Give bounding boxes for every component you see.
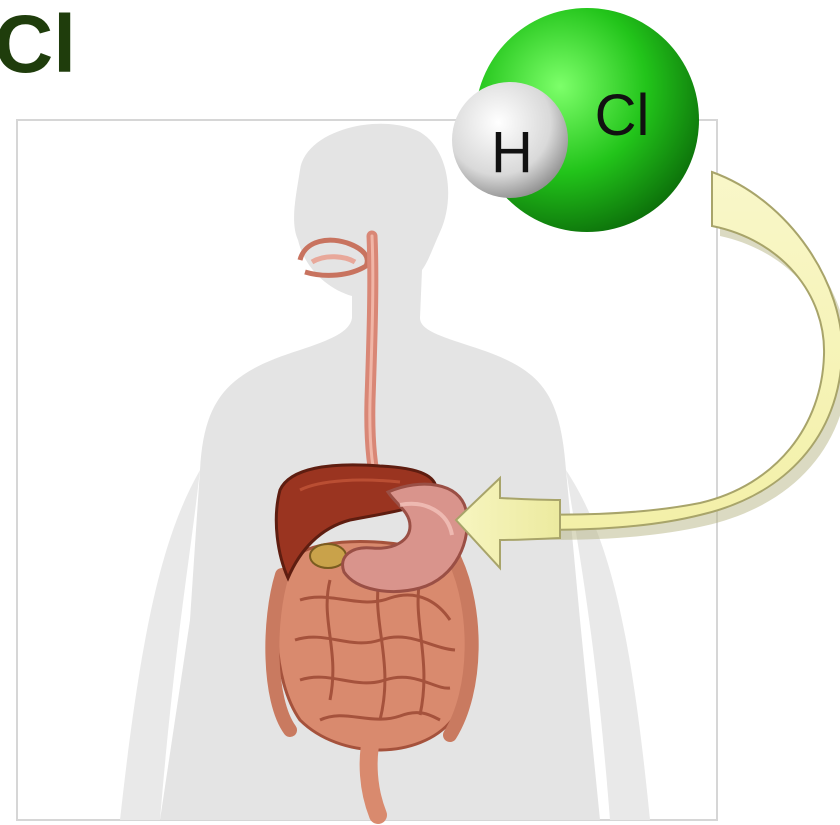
hydrogen-label: H [491,120,533,185]
rectum [369,735,378,815]
chlorine-label: Cl [595,83,650,148]
gallbladder [310,544,346,568]
